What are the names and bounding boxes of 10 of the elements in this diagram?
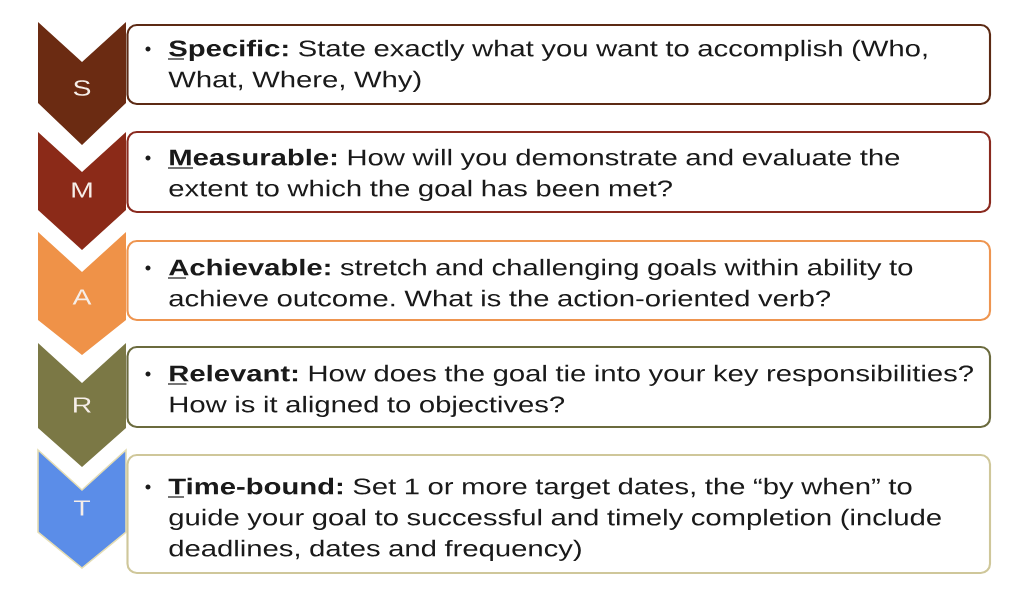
text-box: Relevant: How does the goal tie into your key responsibilities? How is it aligned to objectives? [126,345,992,429]
letter-badge: M [38,132,126,250]
text-box: Achievable: stretch and challenging goals within ability to achieve outcome. What is the action-oriented verb? [126,239,992,322]
letter-badge: A [38,232,126,355]
letter-badge: T [37,448,127,570]
text-box: Specific: State exactly what you want to accomplish (Who, What, Where, Why) [126,23,992,106]
text-box: Time-bound: Set 1 or more target dates, the “by when” to guide your goal to successful and timely completion (include deadlines, dates and frequency) [126,453,992,575]
letter-badge: S [38,22,126,145]
letter-badge: R [38,343,126,467]
text-box: Measurable: How will you demonstrate and evaluate the extent to which the goal has been met? [126,130,992,214]
